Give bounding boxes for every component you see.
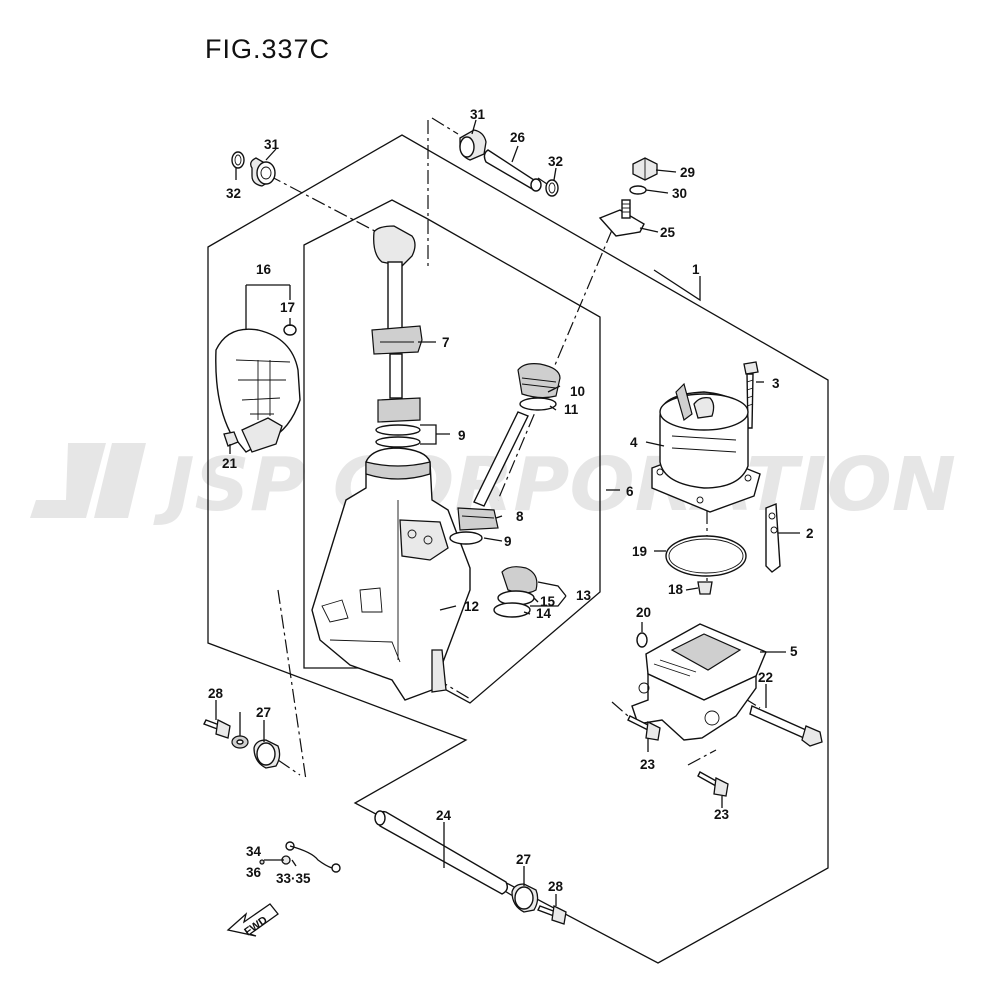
ring-32-left — [231, 151, 245, 169]
callout-19: 19 — [632, 544, 647, 559]
pump-body-5 — [631, 623, 767, 741]
callout-13: 13 — [576, 588, 592, 603]
callout-9-lower: 9 — [504, 534, 512, 549]
callout-31-right: 31 — [470, 107, 486, 122]
rod-8 — [457, 411, 529, 531]
nut-29 — [632, 157, 658, 181]
callout-28-left: 28 — [208, 686, 224, 701]
callout-33-35: 33·35 — [276, 871, 311, 886]
bolt-28-right — [537, 905, 567, 925]
callout-29: 29 — [680, 165, 695, 180]
callout-1: 1 — [692, 262, 700, 277]
piston-rod-7 — [371, 225, 423, 399]
cylinder-body-12 — [311, 447, 471, 701]
motor-4 — [651, 382, 761, 513]
callout-10: 10 — [570, 384, 585, 399]
callout-21: 21 — [222, 456, 238, 471]
seal-rings-9-upper — [375, 397, 421, 448]
fwd-arrow-badge: FWD — [226, 903, 279, 938]
cylinder-group-outline — [303, 199, 601, 704]
bolt-22 — [749, 705, 823, 747]
callout-24: 24 — [436, 808, 452, 823]
watermark: JSP CORPORATION — [30, 442, 956, 528]
ground-cable-33-35 — [259, 841, 341, 873]
washer-37 — [231, 735, 249, 749]
callout-16: 16 — [256, 262, 272, 277]
o-ring-19 — [665, 535, 747, 577]
watermark-text: JSP CORPORATION — [153, 442, 956, 528]
bracket-2 — [765, 502, 781, 573]
ring-set-13 — [493, 566, 538, 618]
callout-7: 7 — [442, 335, 450, 350]
callout-30: 30 — [672, 186, 687, 201]
bushing-27-left — [253, 739, 281, 769]
callout-2: 2 — [806, 526, 814, 541]
watermark-logo-icon — [30, 443, 146, 518]
callout-31-left: 31 — [264, 137, 280, 152]
callout-28-right: 28 — [548, 879, 564, 894]
plug-18 — [697, 581, 713, 595]
bracket-16 — [215, 328, 301, 453]
assembly-outline — [207, 134, 829, 964]
cap-17 — [283, 324, 297, 336]
callout-23-lower: 23 — [714, 807, 730, 822]
bolt-3 — [743, 361, 759, 429]
bolt-23-lower — [697, 771, 729, 797]
callout-23-upper: 23 — [640, 757, 656, 772]
callout-5: 5 — [790, 644, 798, 659]
o-ring-11 — [519, 397, 557, 411]
bushing-27-right — [511, 883, 539, 913]
figure-title: FIG.337C — [205, 34, 331, 64]
callout-36: 36 — [246, 865, 262, 880]
fwd-label: FWD — [242, 914, 269, 938]
leader-lines — [215, 119, 800, 906]
callout-9-upper: 9 — [458, 428, 466, 443]
callout-17: 17 — [280, 300, 295, 315]
bolt-28-left — [203, 719, 231, 739]
callout-22: 22 — [758, 670, 773, 685]
o-ring-9-lower — [449, 531, 483, 545]
washer-30 — [629, 185, 647, 195]
o-ring-20 — [636, 632, 648, 648]
callout-27-left: 27 — [256, 705, 271, 720]
callout-8: 8 — [516, 509, 524, 524]
callout-25: 25 — [660, 225, 676, 240]
pin-26 — [483, 149, 542, 192]
callout-14: 14 — [536, 606, 552, 621]
alignment-lines — [267, 117, 761, 899]
callout-12: 12 — [464, 599, 479, 614]
callout-26: 26 — [510, 130, 526, 145]
bolt-21 — [223, 431, 239, 447]
bushing-31-left — [250, 157, 276, 187]
bushing-31-right — [459, 129, 487, 161]
shaft-24 — [374, 810, 509, 895]
callout-6: 6 — [626, 484, 634, 499]
callout-32-left: 32 — [226, 186, 241, 201]
callout-15: 15 — [540, 594, 556, 609]
callout-3: 3 — [772, 376, 780, 391]
callout-32-right: 32 — [548, 154, 563, 169]
callout-27-right: 27 — [516, 852, 531, 867]
cap-10 — [517, 363, 561, 399]
callout-18: 18 — [668, 582, 684, 597]
callout-20: 20 — [636, 605, 651, 620]
ring-32-right — [545, 179, 559, 197]
callout-labels: 1 2 3 4 5 6 7 8 9 9 10 11 12 13 14 15 16… — [208, 107, 814, 894]
callout-34: 34 — [246, 844, 262, 859]
callout-11: 11 — [564, 402, 579, 417]
stud-plate-25 — [598, 199, 645, 237]
bolt-23-upper — [627, 715, 661, 741]
callout-4: 4 — [630, 435, 638, 450]
